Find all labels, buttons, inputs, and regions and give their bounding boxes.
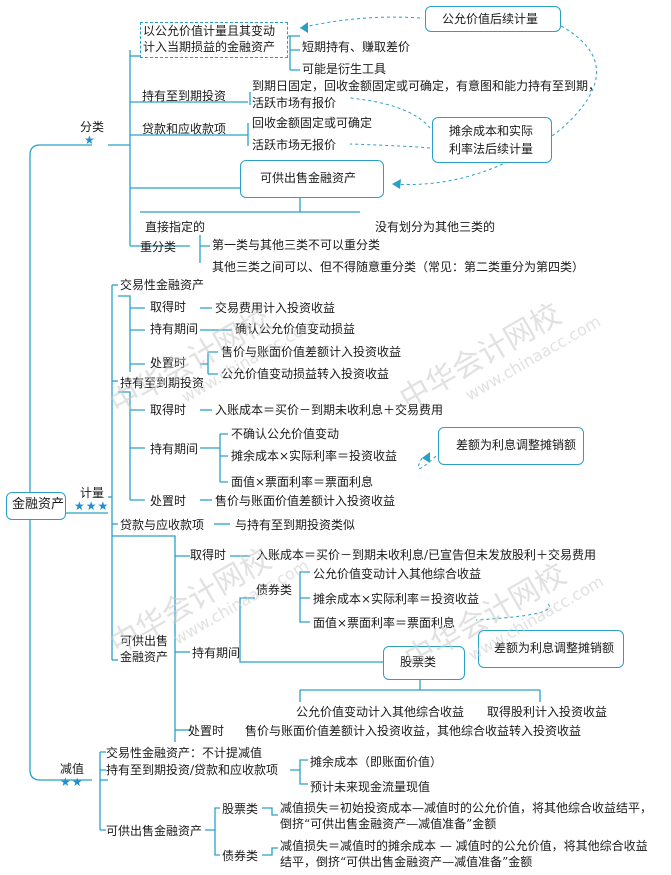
afs-stock-r: 取得股利计入投资收益 xyxy=(487,705,608,719)
afs-bond: 债券类 xyxy=(256,583,293,597)
afs-bond-d3: 面值×票面利率＝票面利息 xyxy=(313,616,456,630)
htm-callout-box xyxy=(438,427,584,465)
classification-stars: ★ xyxy=(84,133,96,147)
reclass-label: 重分类 xyxy=(140,240,177,254)
impair-bond: 债券类 xyxy=(222,849,259,863)
afs-callout: 差额为利息调整摊销额 xyxy=(494,641,615,655)
htm-desc2: 活跃市场有报价 xyxy=(252,96,337,110)
reclass-2: 其他三类之间可以、但不得随意重分类（常见：第二类重分为第四类） xyxy=(212,260,585,274)
afs-acq: 取得时 xyxy=(190,548,227,562)
htm-acq: 取得时 xyxy=(150,403,187,417)
htm-acq-d: 入账成本＝买价－到期未收利息＋交易费用 xyxy=(215,403,444,417)
impair-afs: 可供出售金融资产 xyxy=(106,824,203,838)
impair-bond-d2: 结平，倒挤“可供出售金融资产—减值准备”金额 xyxy=(280,855,533,869)
trading-disp-d2: 公允价值变动损益转入投资收益 xyxy=(221,367,390,381)
measurement-stars: ★★★ xyxy=(74,499,110,513)
impair-htm-d2: 预计未来现金流量现值 xyxy=(310,780,431,794)
afs-bond-d2: 摊余成本×实际利率＝投资收益 xyxy=(313,592,480,606)
loans-label: 贷款和应收款项 xyxy=(142,122,227,136)
afs-bond-d1: 公允价值变动计入其他综合收益 xyxy=(313,567,482,581)
classification-fvtpl-box xyxy=(140,22,288,58)
callout-fair-value: 公允价值后续计量 xyxy=(442,12,539,26)
htm-desc1: 到期日固定，回收金额固定或可确定，有意图和能力持有至到期， xyxy=(252,79,601,93)
htm-label: 持有至到期投资 xyxy=(142,89,227,103)
fvtpl-sub2: 可能是衍生工具 xyxy=(302,62,387,76)
fvtpl-line1: 以公允价值计量且其变动 xyxy=(143,24,276,38)
afs-stock-l: 公允价值变动计入其他综合收益 xyxy=(296,705,465,719)
root-label: 金融资产 xyxy=(12,497,65,512)
impairment-stars: ★★ xyxy=(60,775,84,789)
htm-disp: 处置时 xyxy=(150,494,187,508)
impair-bond-d1: 减值损失＝减值时的摊余成本 — 减值时的公允价值，将其他综合收益 xyxy=(280,839,648,853)
fvtpl-sub1: 短期持有、赚取差价 xyxy=(302,40,411,54)
htm-callout: 差额为利息调整摊销额 xyxy=(456,438,577,452)
htm-hold-d2: 摊余成本×实际利率＝投资收益 xyxy=(231,449,398,463)
htm-hold-d1: 不确认公允价值变动 xyxy=(231,427,340,441)
trading-title: 交易性金融资产 xyxy=(120,278,205,292)
classification-afs-box xyxy=(240,160,384,198)
htm-hold-d3: 面值×票面利率＝票面利息 xyxy=(231,475,374,489)
loans-meas-title: 贷款与应收款项 xyxy=(120,518,205,532)
trading-disp: 处置时 xyxy=(150,356,187,370)
afs-stock: 股票类 xyxy=(400,655,437,669)
loans-sub1: 回收金额固定或可确定 xyxy=(252,116,373,130)
htm-disp-d: 售价与账面价值差额计入投资收益 xyxy=(215,494,396,508)
fvtpl-line2: 计入当期损益的金融资产 xyxy=(143,40,276,54)
root-box xyxy=(6,492,66,520)
afs-left: 直接指定的 xyxy=(145,220,206,234)
classification-label: 分类 xyxy=(80,120,105,134)
trading-disp-d1: 售价与账面价值差额计入投资收益 xyxy=(221,345,402,359)
measurement-label: 计量 xyxy=(80,486,105,500)
callout-fair-value-box xyxy=(425,6,561,32)
htm-meas-title: 持有至到期投资 xyxy=(120,376,205,390)
trading-acq-d: 交易费用计入投资收益 xyxy=(215,301,336,315)
impair-stock-d1: 减值损失＝初始投资成本—减值时的公允价值，将其他综合收益结平， xyxy=(280,801,653,815)
afs-disp-d: 售价与账面价值差额计入投资收益，其他综合收益转入投资收益 xyxy=(245,724,582,738)
afs-acq-d: 入账成本＝买价－到期未收利息/已宣告但未发放股利＋交易费用 xyxy=(256,548,597,562)
impairment-label: 减值 xyxy=(60,762,85,776)
afs-stock-box xyxy=(383,646,465,680)
afs-meas-title2: 金融资产 xyxy=(120,650,169,664)
afs-right: 没有划分为其他三类的 xyxy=(375,220,496,234)
afs-label: 可供出售金融资产 xyxy=(260,171,357,185)
trading-hold: 持有期间 xyxy=(150,322,199,336)
trading-acq: 取得时 xyxy=(150,300,187,314)
impair-htm: 持有至到期投资/贷款和应收款项 xyxy=(106,763,279,777)
loans-meas-desc: 与持有至到期投资类似 xyxy=(235,518,356,532)
reclass-1: 第一类与其他三类不可以重分类 xyxy=(212,238,381,252)
impair-htm-d1: 摊余成本（即账面价值） xyxy=(310,755,443,769)
htm-hold: 持有期间 xyxy=(150,442,199,456)
afs-disp: 处置时 xyxy=(188,724,225,738)
afs-hold: 持有期间 xyxy=(192,646,241,660)
afs-meas-title1: 可供出售 xyxy=(120,634,169,648)
callout-amortized-2: 利率法后续计量 xyxy=(449,142,534,156)
callout-amortized-box xyxy=(432,117,552,163)
loans-sub2: 活跃市场无报价 xyxy=(252,138,337,152)
afs-callout-box xyxy=(478,630,624,668)
trading-hold-d: 确认公允价值变动损益 xyxy=(235,322,356,336)
callout-amortized-1: 摊余成本和实际 xyxy=(449,124,534,138)
impair-trading: 交易性金融资产：不计提减值 xyxy=(106,746,263,760)
impair-stock-d2: 倒挤“可供出售金融资产—减值准备”金额 xyxy=(280,817,497,831)
impair-stock: 股票类 xyxy=(222,802,259,816)
